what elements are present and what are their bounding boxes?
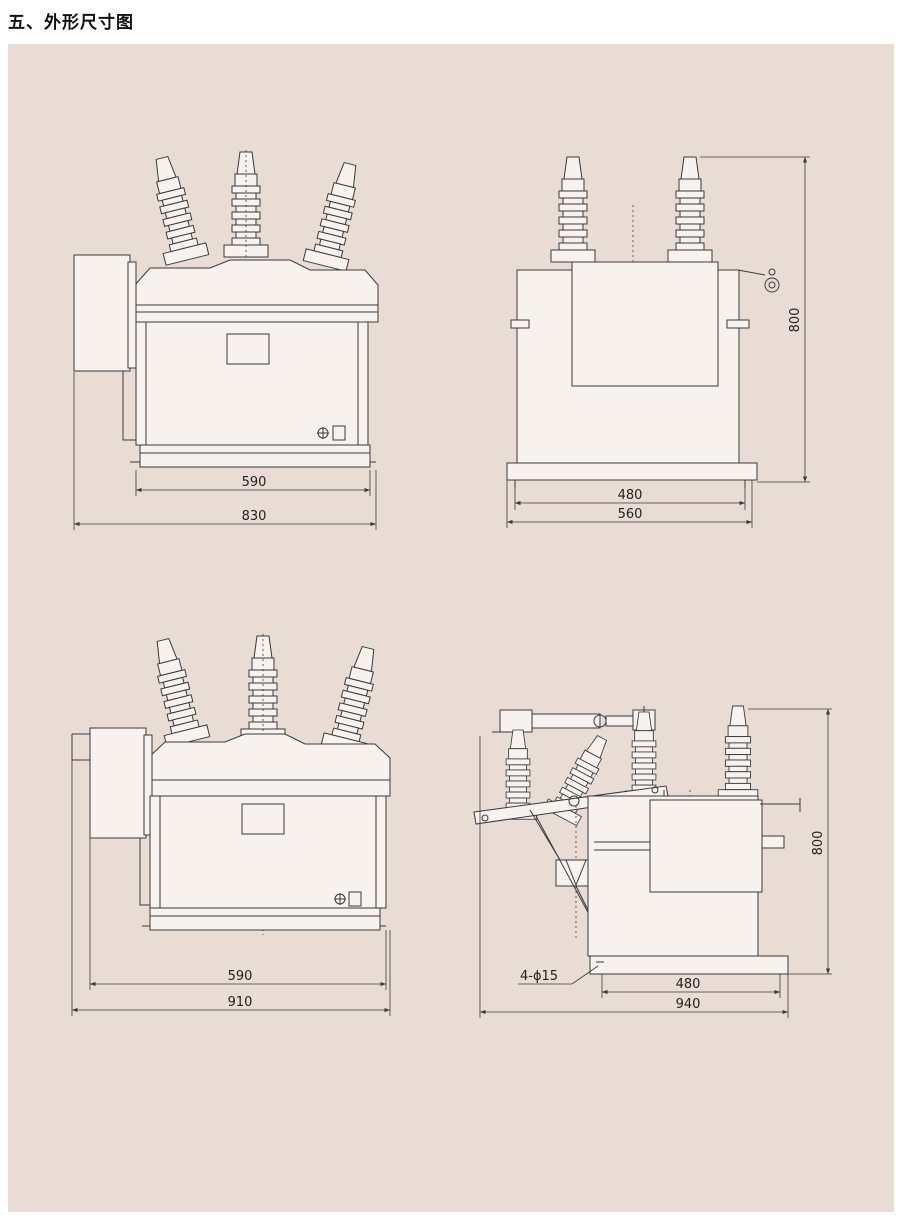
drawing-panel	[8, 44, 894, 1212]
dim-800-bottom-right: 800	[811, 831, 826, 856]
side-view-bottom	[473, 705, 832, 1018]
page-title: 五、外形尺寸图	[8, 13, 134, 33]
dim-590-top-left: 590	[242, 475, 267, 490]
front-view-bottom	[71, 634, 391, 1016]
dim-940-bottom-right: 940	[676, 997, 701, 1012]
dim-590-bottom-left: 590	[228, 969, 253, 984]
front-view-top	[73, 150, 379, 530]
dim-910-bottom-left: 910	[228, 995, 253, 1010]
dim-830-top-left: 830	[242, 509, 267, 524]
dim-560-top-right: 560	[618, 507, 643, 522]
side-view-top	[506, 156, 810, 528]
dim-800-top-right: 800	[788, 308, 803, 333]
dim-480-bottom-right: 480	[676, 977, 701, 992]
dim-480-top-right: 480	[618, 488, 643, 503]
hole-spec-label: 4-ϕ15	[520, 969, 558, 984]
